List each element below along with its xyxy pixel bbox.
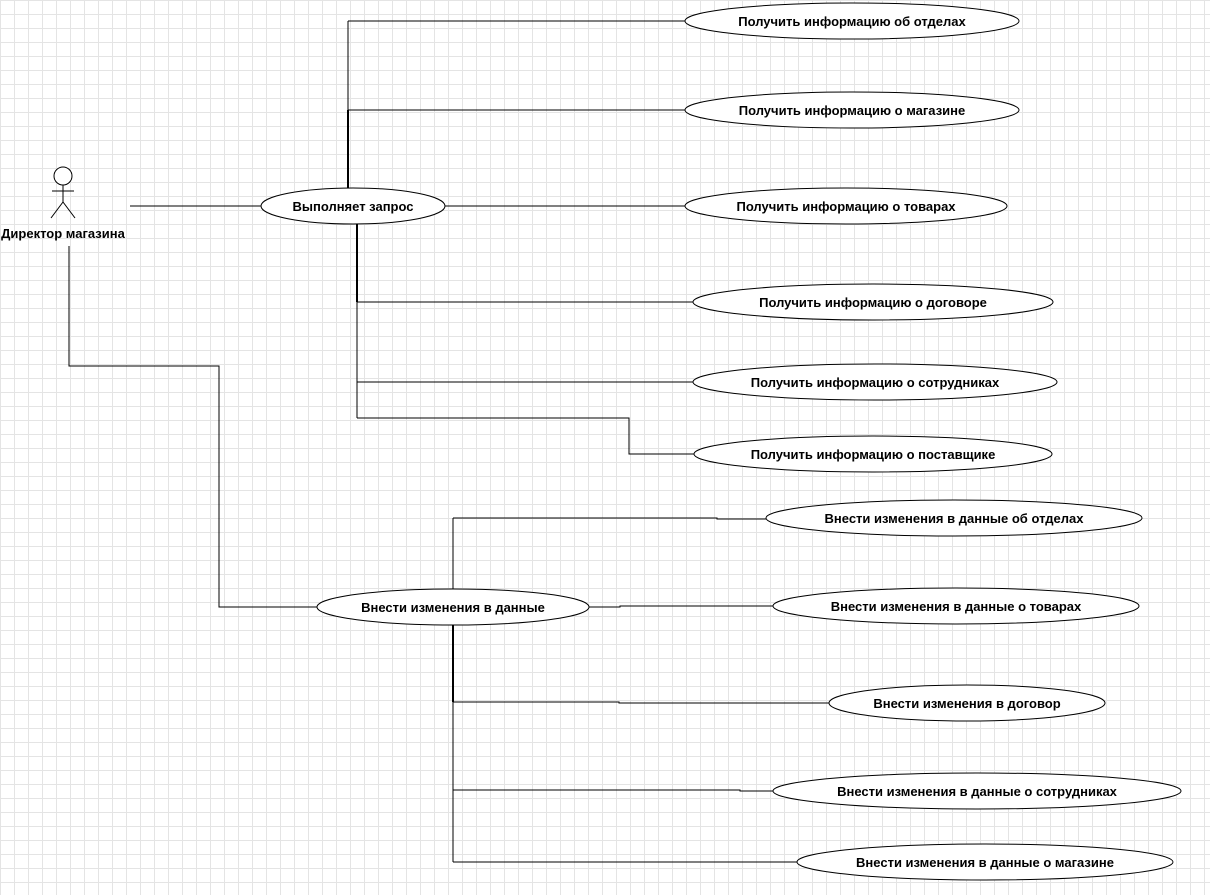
- edge-edit-to-item-4[interactable]: [453, 789, 774, 792]
- usecase-edit-item-2-label: Внести изменения в данные о товарах: [831, 599, 1082, 614]
- usecase-edit-item-2[interactable]: Внести изменения в данные о товарах: [772, 587, 1140, 625]
- usecase-edit-item-5[interactable]: Внести изменения в данные о магазине: [796, 843, 1174, 881]
- actor[interactable]: Директор магазина: [1, 166, 126, 241]
- actor-connections: [68, 205, 318, 608]
- usecase-edit-item-3-label: Внести изменения в договор: [873, 696, 1060, 711]
- usecase-edit-item-1[interactable]: Внести изменения в данные об отделах: [765, 499, 1143, 537]
- edge-query-to-item-6[interactable]: [357, 417, 694, 455]
- usecase-query-label: Выполняет запрос: [292, 199, 413, 214]
- edit-connections: [452, 517, 830, 863]
- edge-edit-to-item-2[interactable]: [588, 605, 774, 608]
- usecase-query-item-2-label: Получить информацию о магазине: [739, 103, 965, 118]
- usecase-query-item-5[interactable]: Получить информацию о сотрудниках: [692, 363, 1058, 401]
- usecase-query-item-4[interactable]: Получить информацию о договоре: [692, 283, 1054, 321]
- edge-edit-to-item-1[interactable]: [453, 517, 766, 520]
- edge-edit-to-item-3[interactable]: [453, 701, 830, 704]
- edge-actor-to-edit[interactable]: [68, 246, 318, 608]
- usecase-edit[interactable]: Внести изменения в данные: [316, 588, 590, 626]
- stick-figure-icon: [50, 166, 76, 219]
- usecase-query-item-3[interactable]: Получить информацию о товарах: [684, 187, 1008, 225]
- usecase-edit-label: Внести изменения в данные: [361, 600, 545, 615]
- usecase-edit-item-4[interactable]: Внести изменения в данные о сотрудниках: [772, 772, 1182, 810]
- usecase-query-item-2[interactable]: Получить информацию о магазине: [684, 91, 1020, 129]
- usecase-query-item-1[interactable]: Получить информацию об отделах: [684, 2, 1020, 40]
- usecase-query[interactable]: Выполняет запрос: [260, 187, 446, 225]
- usecase-edit-item-3[interactable]: Внести изменения в договор: [828, 684, 1106, 722]
- usecase-query-item-6[interactable]: Получить информацию о поставщике: [693, 435, 1053, 473]
- usecase-query-item-5-label: Получить информацию о сотрудниках: [751, 375, 1000, 390]
- usecase-edit-item-4-label: Внести изменения в данные о сотрудниках: [837, 784, 1118, 799]
- usecase-query-item-1-label: Получить информацию об отделах: [738, 14, 966, 29]
- usecase-query-item-3-label: Получить информацию о товарах: [736, 199, 956, 214]
- usecase-edit-item-1-label: Внести изменения в данные об отделах: [825, 511, 1085, 526]
- usecase-query-item-6-label: Получить информацию о поставщике: [751, 447, 996, 462]
- usecase-query-item-4-label: Получить информацию о договоре: [759, 295, 987, 310]
- actor-label: Директор магазина: [1, 226, 125, 241]
- query-connections: [347, 20, 694, 455]
- usecase-edit-item-5-label: Внести изменения в данные о магазине: [856, 855, 1114, 870]
